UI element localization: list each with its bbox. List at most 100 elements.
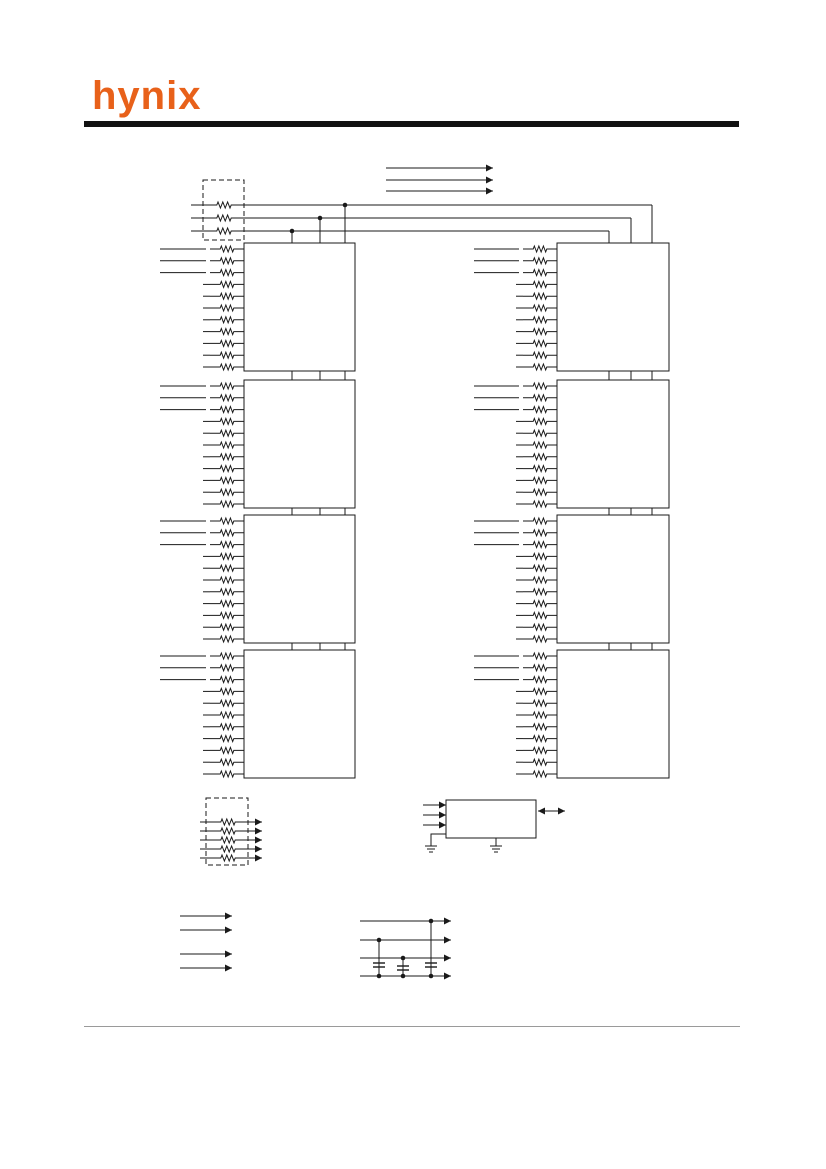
resistor-icon: [523, 452, 557, 462]
resistor-icon: [210, 826, 246, 836]
resistor-icon: [523, 599, 557, 609]
resistor-icon: [523, 405, 557, 415]
resistor-icon: [210, 675, 244, 685]
resistor-icon: [523, 428, 557, 438]
resistor-icon: [210, 634, 244, 644]
resistor-icon: [210, 327, 244, 337]
resistor-icon: [210, 256, 244, 266]
memory-package-left-4: [243, 649, 356, 779]
resistor-icon: [210, 710, 244, 720]
resistor-icon: [210, 575, 244, 585]
junction-dot: [376, 973, 382, 979]
resistor-icon: [210, 528, 244, 538]
resistor-icon: [210, 487, 244, 497]
chip-icon: [445, 799, 537, 839]
resistor-icon: [210, 563, 244, 573]
resistor-icon: [523, 769, 557, 779]
resistor-icon: [206, 226, 242, 236]
junction-dot: [428, 973, 434, 979]
resistor-icon: [523, 475, 557, 485]
junction-dot: [400, 955, 406, 961]
resistor-icon: [523, 327, 557, 337]
resistor-icon: [523, 416, 557, 426]
resistor-icon: [210, 540, 244, 550]
junction-dot: [317, 215, 323, 221]
resistor-icon: [210, 844, 246, 854]
resistor-icon: [210, 416, 244, 426]
resistor-icon: [210, 428, 244, 438]
junction-dot: [428, 918, 434, 924]
memory-package-right-1: [556, 242, 670, 372]
resistor-icon: [523, 757, 557, 767]
resistor-icon: [206, 213, 242, 223]
memory-package-right-4: [556, 649, 670, 779]
resistor-icon: [523, 303, 557, 313]
resistor-icon: [523, 291, 557, 301]
resistor-icon: [210, 835, 246, 845]
resistor-icon: [523, 268, 557, 278]
junction-dot: [376, 937, 382, 943]
resistor-icon: [523, 587, 557, 597]
resistor-icon: [210, 405, 244, 415]
resistor-icon: [210, 393, 244, 403]
junction-dot: [400, 973, 406, 979]
resistor-icon: [210, 769, 244, 779]
resistor-icon: [523, 563, 557, 573]
resistor-icon: [523, 540, 557, 550]
resistor-icon: [210, 291, 244, 301]
resistor-icon: [210, 452, 244, 462]
resistor-icon: [210, 722, 244, 732]
footer-rule: [84, 1026, 740, 1027]
resistor-icon: [210, 587, 244, 597]
resistor-icon: [210, 338, 244, 348]
resistor-icon: [523, 610, 557, 620]
resistor-icon: [523, 464, 557, 474]
memory-package-left-2: [243, 379, 356, 509]
resistor-icon: [210, 610, 244, 620]
resistor-icon: [210, 663, 244, 673]
resistor-icon: [210, 516, 244, 526]
resistor-icon: [206, 200, 242, 210]
resistor-icon: [523, 575, 557, 585]
memory-package-right-3: [556, 514, 670, 644]
resistor-icon: [210, 464, 244, 474]
resistor-icon: [210, 698, 244, 708]
resistor-icon: [210, 853, 246, 863]
resistor-icon: [523, 487, 557, 497]
resistor-icon: [210, 350, 244, 360]
resistor-icon: [523, 675, 557, 685]
resistor-icon: [523, 516, 557, 526]
resistor-icon: [523, 745, 557, 755]
resistor-network-icon: [202, 179, 245, 241]
resistor-icon: [210, 651, 244, 661]
resistor-icon: [210, 362, 244, 372]
resistor-icon: [523, 315, 557, 325]
resistor-icon: [523, 350, 557, 360]
eeprom-ground-wire: [430, 833, 446, 846]
resistor-icon: [523, 698, 557, 708]
resistor-icon: [210, 599, 244, 609]
memory-package-right-2: [556, 379, 670, 509]
resistor-icon: [210, 440, 244, 450]
resistor-icon: [523, 663, 557, 673]
resistor-icon: [210, 279, 244, 289]
resistor-icon: [523, 622, 557, 632]
resistor-icon: [210, 303, 244, 313]
resistor-icon: [210, 551, 244, 561]
hynix-logo: hynix: [92, 74, 202, 118]
resistor-icon: [210, 745, 244, 755]
resistor-icon: [523, 244, 557, 254]
resistor-icon: [523, 440, 557, 450]
resistor-icon: [210, 499, 244, 509]
resistor-icon: [523, 338, 557, 348]
resistor-icon: [523, 722, 557, 732]
resistor-icon: [523, 710, 557, 720]
resistor-icon: [523, 734, 557, 744]
resistor-icon: [523, 651, 557, 661]
resistor-icon: [523, 279, 557, 289]
resistor-icon: [523, 381, 557, 391]
resistor-icon: [523, 393, 557, 403]
memory-package-left-3: [243, 514, 356, 644]
resistor-icon: [210, 315, 244, 325]
